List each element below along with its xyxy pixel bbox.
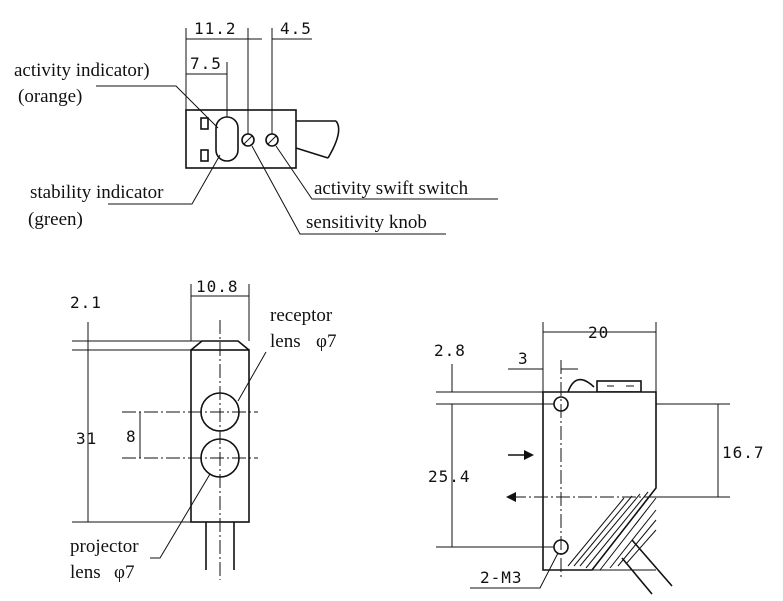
top-slot-lower	[200, 149, 209, 162]
leader-mount-holes	[470, 552, 559, 589]
label-sensitivity-knob: sensitivity knob	[306, 212, 427, 233]
dim-4-5: 4.5	[280, 19, 312, 38]
leader-projector	[150, 473, 211, 559]
side-knob-bump	[567, 378, 595, 393]
top-cable-end	[327, 120, 340, 159]
dim-3: 3	[518, 349, 529, 368]
dim-2-8: 2.8	[434, 341, 466, 360]
dim-20: 20	[588, 323, 609, 342]
leader-receptor	[237, 351, 267, 402]
side-hatch	[567, 487, 657, 571]
dim-10-8: 10.8	[196, 277, 239, 296]
beam-in-arrow	[524, 450, 534, 460]
beam-out-arrow	[506, 492, 516, 502]
label-stability-indicator-color: (green)	[28, 209, 83, 230]
dim-16-7: 16.7	[722, 443, 765, 462]
label-projector-diameter: φ7	[114, 562, 134, 583]
front-top-cap	[190, 340, 250, 351]
leader-activity-indicator	[96, 85, 219, 129]
top-slot-upper	[200, 117, 209, 130]
label-projector-lens: lens	[70, 562, 101, 583]
side-view: 20 3 2.8 25.4 16.7 2-M3	[428, 322, 765, 595]
dim-31: 31	[76, 429, 97, 448]
label-activity-switch: activity swift switch	[314, 178, 469, 199]
activity-switch-slot	[267, 135, 277, 145]
side-cable-upper	[631, 539, 673, 587]
side-top-block	[596, 380, 642, 393]
label-receptor-lens: lens	[270, 331, 301, 352]
label-activity-indicator: activity indicator)	[14, 60, 150, 81]
dim-11-2: 11.2	[194, 19, 237, 38]
label-receptor-diameter: φ7	[316, 331, 336, 352]
top-view: 11.2 7.5 4.5 activity indicator) (orange…	[14, 19, 498, 235]
label-receptor: receptor	[270, 305, 333, 326]
label-stability-indicator: stability indicator	[30, 182, 164, 203]
label-activity-indicator-color: (orange)	[18, 86, 82, 107]
leader-sensitivity-knob	[251, 145, 446, 235]
top-cable-lower	[295, 147, 329, 159]
front-view: 10.8 2.1 31 8 receptor lens φ7 projector…	[70, 277, 336, 583]
side-cable-lower	[621, 557, 653, 595]
leader-stability-indicator	[108, 154, 221, 205]
dim-8: 8	[126, 427, 137, 446]
dim-2-1: 2.1	[70, 293, 102, 312]
sensitivity-knob-slot	[243, 135, 253, 145]
dim-25-4: 25.4	[428, 467, 471, 486]
label-mount-holes: 2-M3	[480, 568, 523, 587]
label-projector: projector	[70, 536, 139, 557]
leader-activity-switch	[275, 145, 498, 200]
dim-7-5: 7.5	[190, 54, 222, 73]
